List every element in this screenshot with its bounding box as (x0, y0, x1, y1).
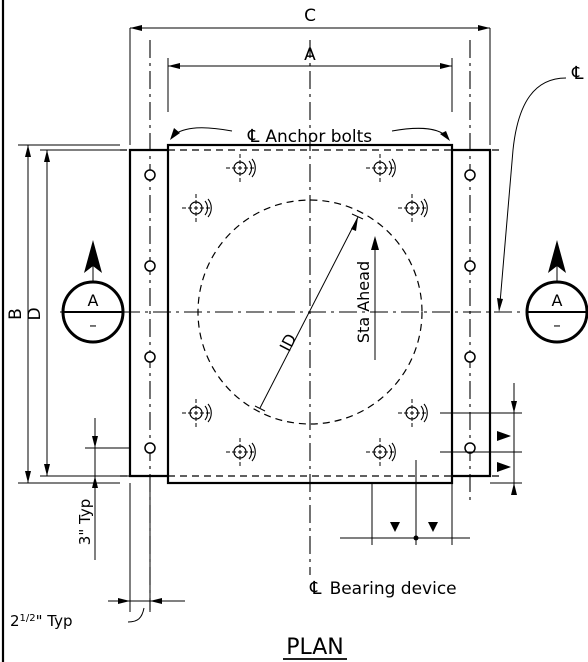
masonry-plate-right-edge (452, 148, 492, 478)
dimension-id: ID (254, 213, 364, 412)
svg-text:–: – (553, 316, 561, 334)
two-half-inch-typ-label: 21/2" Typ (10, 612, 73, 630)
three-inch-typ-dimension: 3" Typ (76, 418, 130, 560)
shear-stud-symbol (398, 399, 428, 427)
masonry-plate-left-edge (128, 148, 168, 478)
shear-studs (182, 154, 428, 466)
right-edge-dimensions (440, 383, 522, 495)
station-ahead-arrow: Sta Ahead (354, 236, 379, 360)
shear-stud-symbol (398, 194, 428, 222)
centerline-symbol: ℄ (571, 63, 584, 84)
anchor-bolts-label: ℄Anchor bolts (247, 126, 372, 147)
shear-stud-symbol (182, 194, 212, 222)
anchor-hole (144, 260, 156, 272)
dimension-b-label: B (6, 308, 26, 320)
shear-stud-symbol (226, 438, 256, 466)
anchor-bolts-callout: ℄Anchor bolts (170, 126, 450, 147)
sta-ahead-label: Sta Ahead (354, 261, 373, 343)
shear-stud-symbol (366, 154, 396, 182)
anchor-hole (464, 351, 476, 363)
svg-text:A: A (552, 291, 563, 310)
svg-text:–: – (89, 316, 97, 334)
bearing-device-label: ℄Bearing device (309, 578, 457, 599)
shear-stud-symbol (366, 438, 396, 466)
anchor-hole (464, 260, 476, 272)
section-marker-right: A – (525, 240, 588, 344)
dimension-c: C (129, 6, 491, 145)
dimension-id-label: ID (276, 331, 301, 355)
svg-text:A: A (88, 291, 99, 310)
dimension-b: B (6, 144, 120, 484)
dimension-d-label: D (25, 307, 45, 320)
two-half-inch-typ-dimension: 21/2" Typ (10, 483, 185, 630)
plan-title-text: PLAN (286, 635, 344, 660)
centerline-leader-right: ℄ (497, 63, 584, 312)
section-marker-left: A – (61, 240, 125, 344)
anchor-hole (144, 442, 156, 454)
anchor-holes (144, 169, 476, 454)
shear-stud-symbol (182, 399, 212, 427)
three-inch-typ-label: 3" Typ (76, 499, 94, 545)
bearing-device-outline (197, 199, 423, 425)
plan-title: PLAN (283, 635, 347, 660)
anchor-hole (464, 442, 476, 454)
dimension-c-label: C (304, 6, 316, 26)
anchor-hole (464, 169, 476, 181)
anchor-hole (144, 351, 156, 363)
bottom-edge-dimensions (340, 460, 470, 545)
shear-stud-symbol (226, 154, 256, 182)
anchor-hole (144, 169, 156, 181)
